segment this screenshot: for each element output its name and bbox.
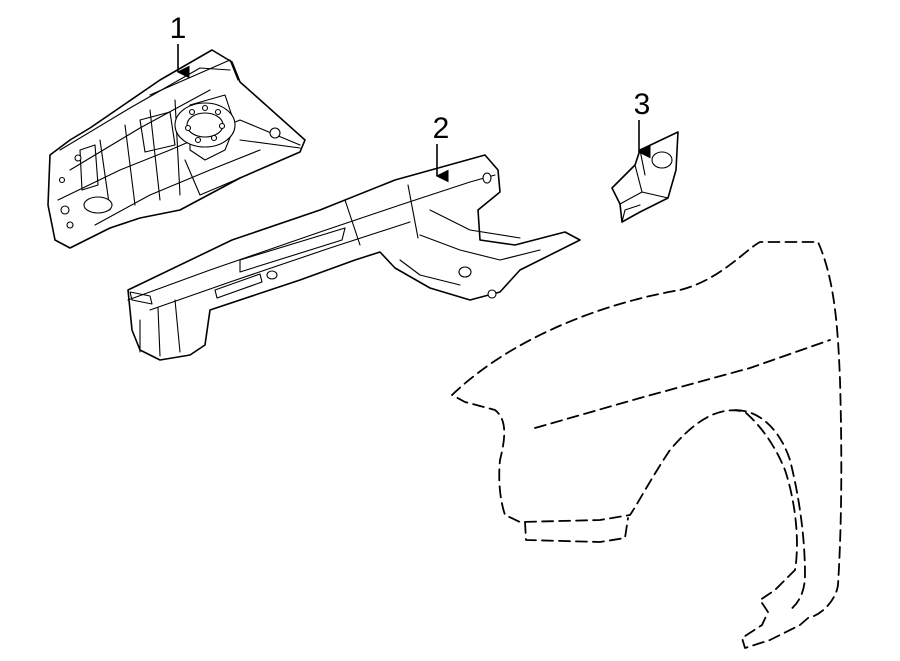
part-3-bracket[interactable] xyxy=(611,131,679,223)
callout-3-label: 3 xyxy=(634,88,651,121)
fender-outline xyxy=(451,241,843,649)
part-2-frame-rail[interactable] xyxy=(127,154,581,361)
callout-2-label: 2 xyxy=(433,112,450,145)
part-1-apron-assembly[interactable] xyxy=(47,49,306,249)
callout-1-label: 1 xyxy=(170,12,187,45)
